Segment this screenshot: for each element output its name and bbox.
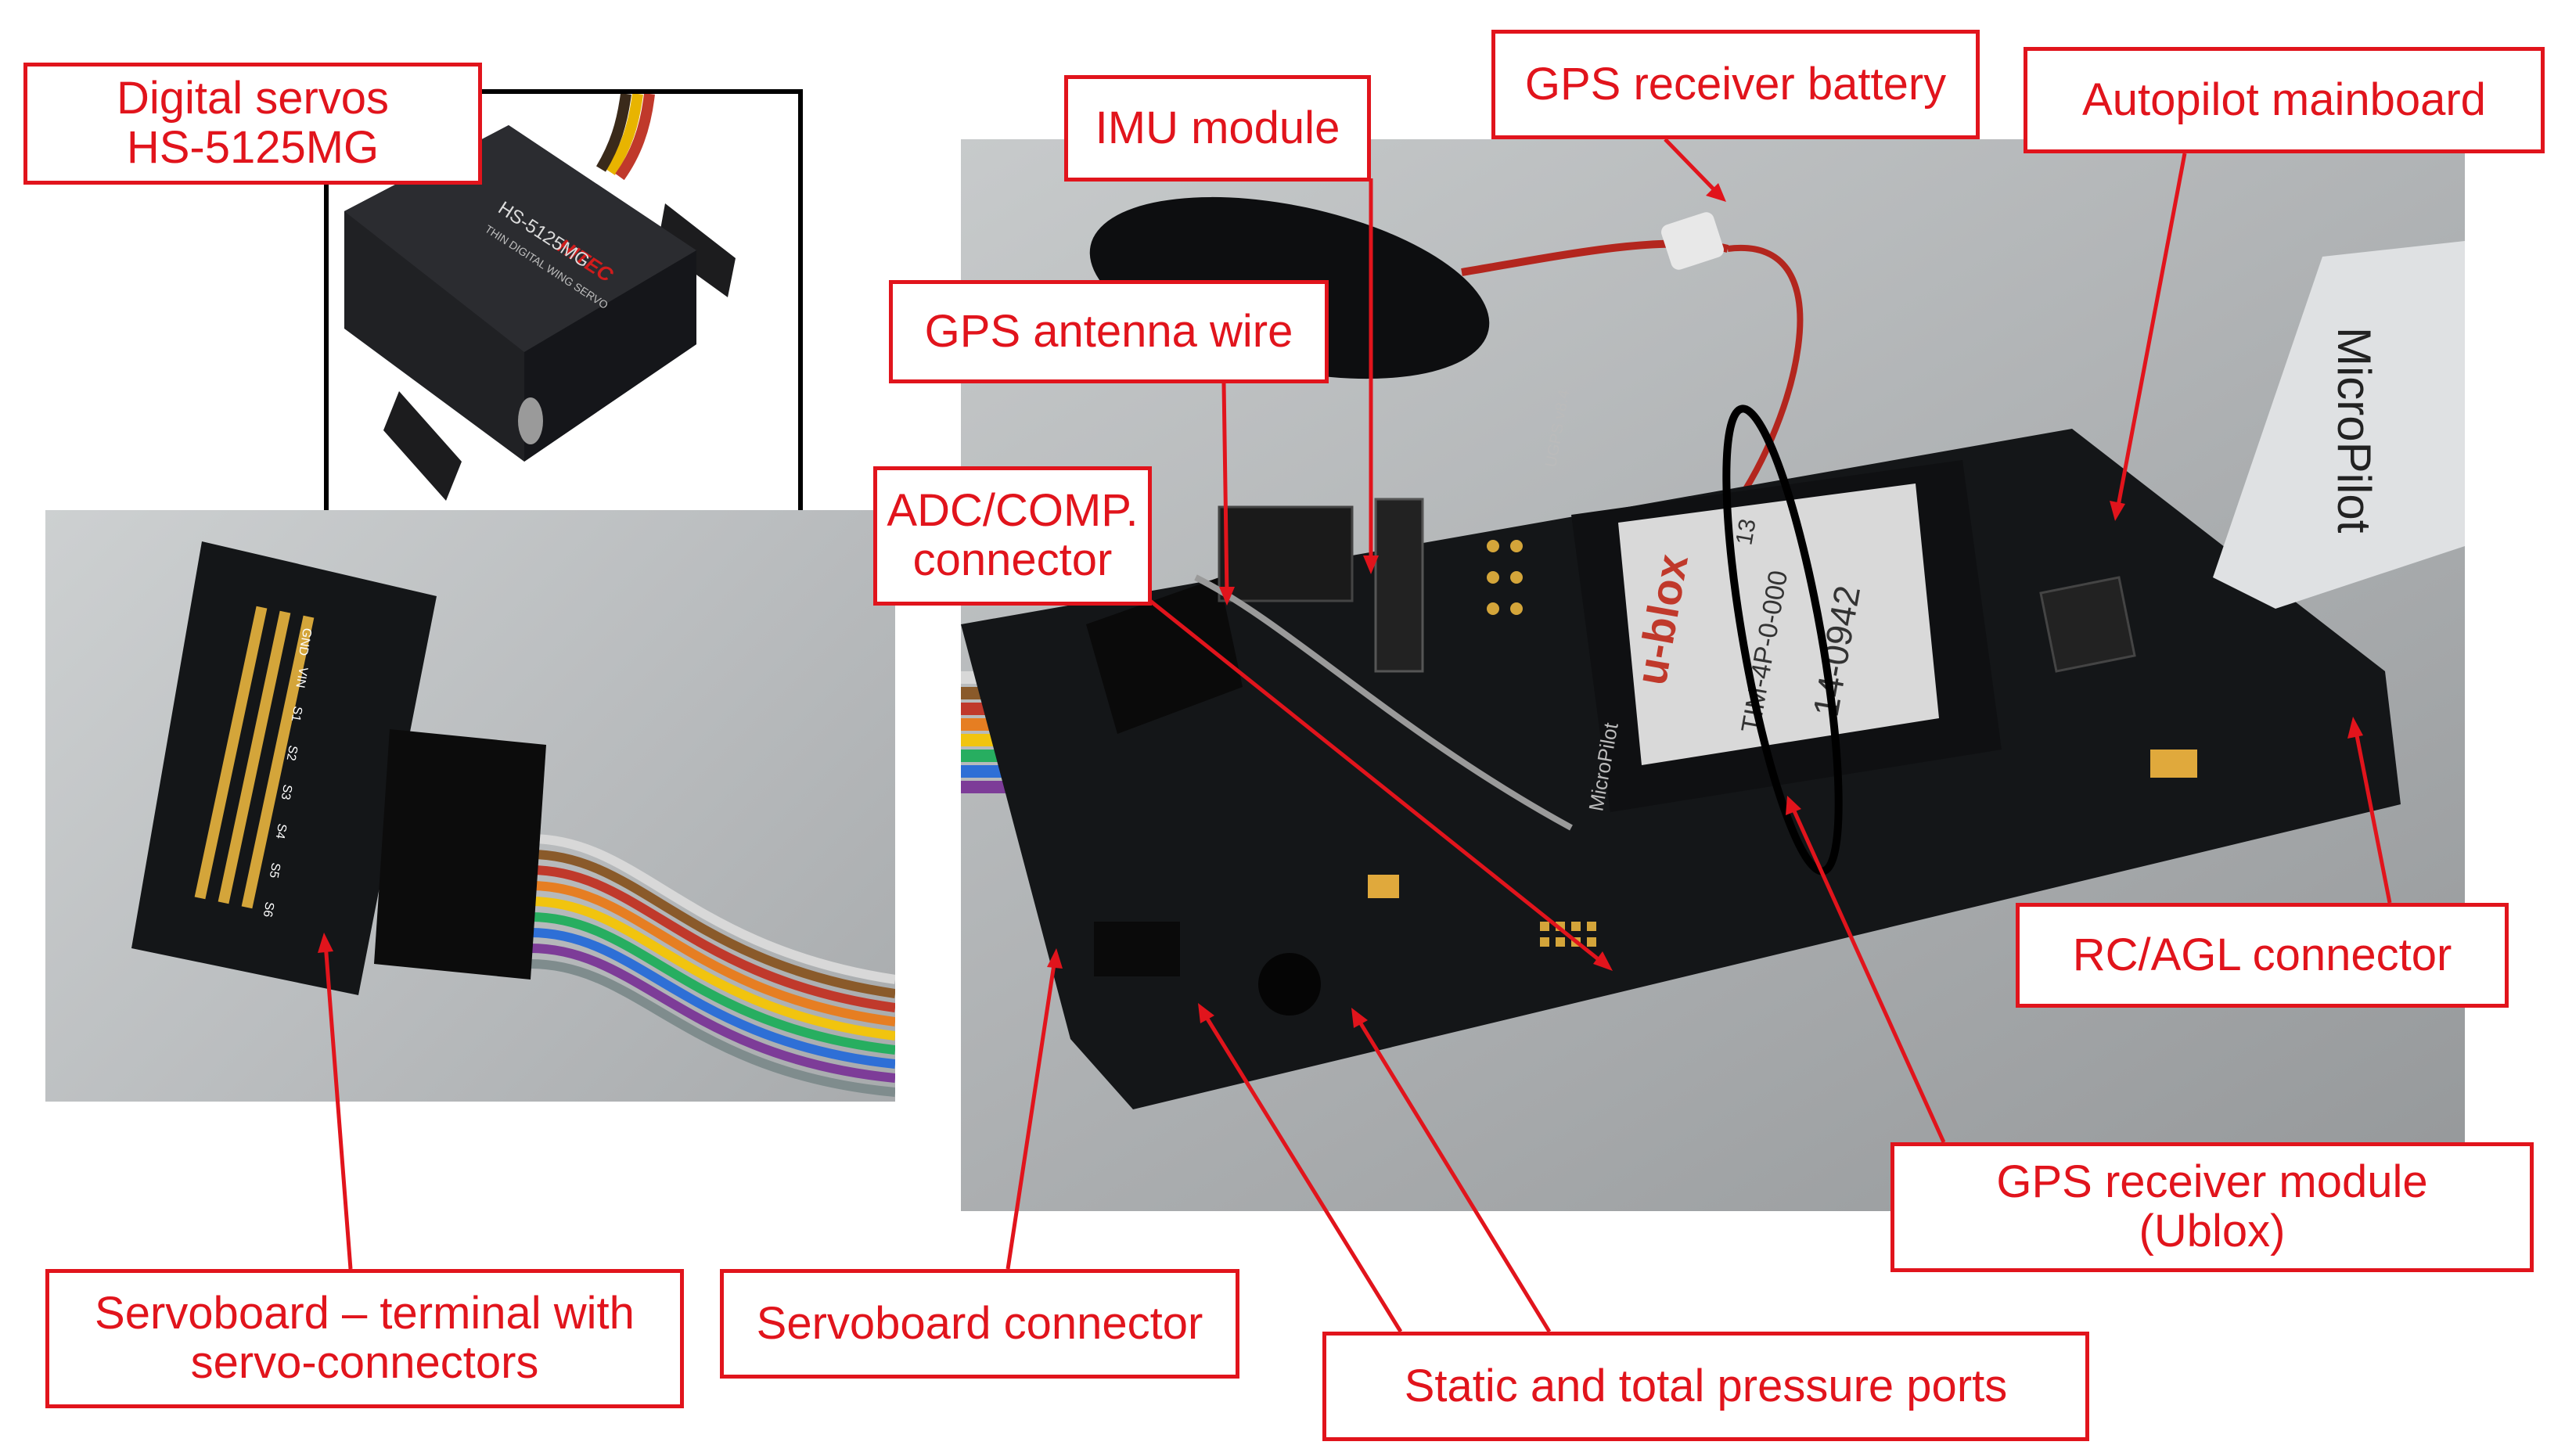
mainboard-label-text: MicroPilot — [2328, 327, 2380, 534]
servoboard-pin-label: S1 — [289, 705, 304, 722]
callout-servoboard-connector-text: Servoboard connector — [756, 1297, 1203, 1349]
servoboard-pin-label: S3 — [279, 783, 294, 800]
ribbon-cable — [530, 834, 895, 1097]
callout-servoboard-connector: Servoboard connector — [720, 1269, 1239, 1379]
callout-static-total-pressure-text: Static and total pressure ports — [1404, 1360, 2008, 1411]
callout-digital-servos-line2: HS-5125MG — [126, 122, 380, 173]
servoboard-photo: GND VIN S1 S2 S3 S4 S5 S6 — [45, 510, 895, 1102]
callout-servoboard-terminal: Servoboard – terminal with servo-connect… — [45, 1269, 684, 1408]
callout-rc-agl-connector: RC/AGL connector — [2016, 903, 2509, 1008]
board-rev-text: UGPS v8.4 — [1542, 389, 1573, 469]
callout-gps-receiver-battery: GPS receiver battery — [1491, 30, 1980, 139]
servo-photo: HITEC HS-5125MG THIN DIGITAL WING SERVO — [324, 89, 803, 568]
callout-gps-receiver-module-line1: GPS receiver module — [1996, 1156, 2428, 1208]
callout-imu-module: IMU module — [1064, 75, 1371, 182]
servo-illustration: HITEC HS-5125MG THIN DIGITAL WING SERVO — [344, 94, 736, 501]
callout-imu-module-text: IMU module — [1095, 102, 1340, 153]
callout-adc-comp-line1: ADC/COMP. — [887, 485, 1139, 537]
callout-gps-receiver-module: GPS receiver module (Ublox) — [1890, 1142, 2534, 1272]
servoboard-illustration: GND VIN S1 S2 S3 S4 S5 S6 — [131, 541, 895, 1097]
callout-autopilot-mainboard-text: Autopilot mainboard — [2082, 74, 2486, 125]
servoboard-pin-label: S4 — [273, 822, 289, 839]
callout-digital-servos-line1: Digital servos — [116, 73, 390, 124]
servoboard-pin-label: GND — [296, 627, 314, 656]
callout-servoboard-terminal-line1: Servoboard – terminal with — [95, 1288, 635, 1339]
callout-gps-antenna-wire: GPS antenna wire — [889, 280, 1329, 383]
callout-gps-receiver-battery-text: GPS receiver battery — [1524, 58, 1947, 110]
callout-gps-antenna-wire-text: GPS antenna wire — [924, 305, 1293, 357]
servoboard-pin-label: S6 — [261, 901, 276, 918]
callout-static-total-pressure: Static and total pressure ports — [1322, 1332, 2089, 1441]
callout-digital-servos: Digital servos HS-5125MG — [23, 63, 482, 185]
callout-rc-agl-connector-text: RC/AGL connector — [2072, 929, 2452, 980]
callout-gps-receiver-module-line2: (Ublox) — [2139, 1206, 2286, 1256]
callout-adc-comp-line2: connector — [912, 534, 1113, 585]
callout-servoboard-terminal-line2: servo-connectors — [190, 1337, 539, 1388]
servoboard-pin-label: S2 — [284, 744, 300, 761]
callout-autopilot-mainboard: Autopilot mainboard — [2024, 47, 2545, 153]
gps-chip-rev-text: 13 — [1731, 517, 1761, 548]
servoboard-pin-label: S5 — [267, 861, 282, 879]
callout-adc-comp-connector: ADC/COMP. connector — [873, 466, 1152, 606]
gps-chip — [1618, 484, 1939, 765]
servoboard-pin-label: VIN — [293, 666, 309, 688]
